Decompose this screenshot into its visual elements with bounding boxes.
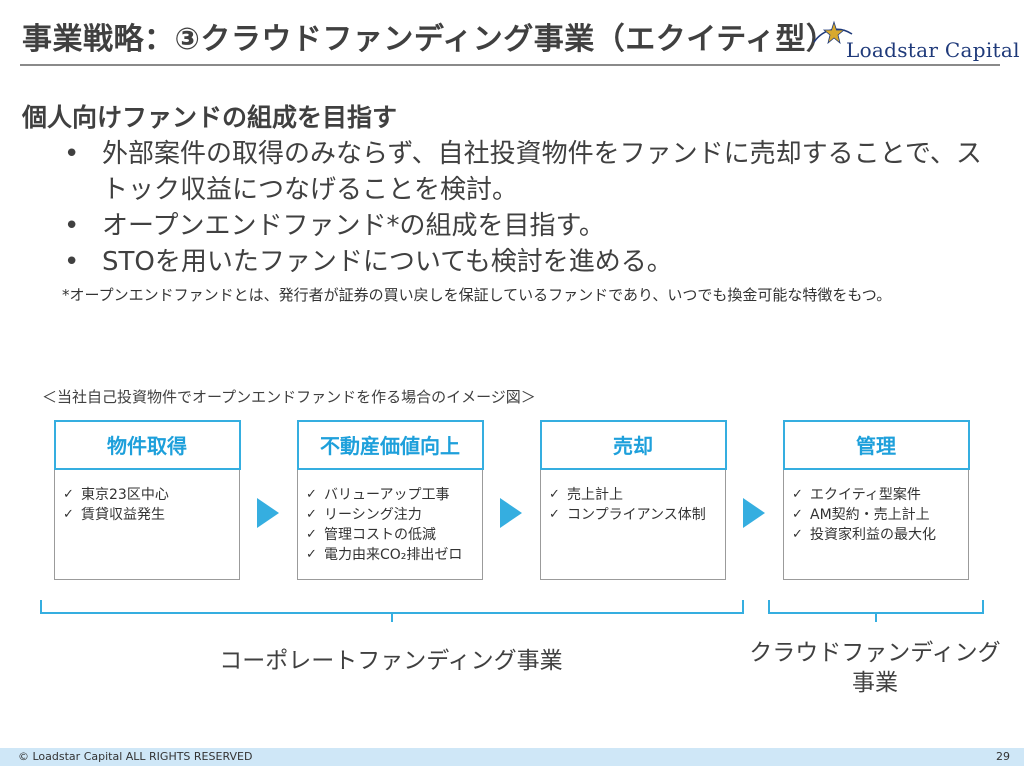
check-icon: ✓ bbox=[549, 507, 560, 522]
step-item: ✓ コンプライアンス体制 bbox=[549, 505, 706, 525]
step-items: ✓ エクイティ型案件 ✓ AM契約・売上計上 ✓ 投資家利益の最大化 bbox=[792, 485, 936, 545]
step-item-text: AM契約・売上計上 bbox=[810, 507, 930, 523]
step-item-text: 賃貸収益発生 bbox=[81, 507, 165, 523]
logo-text: Loadstar Capital bbox=[846, 38, 1020, 62]
bullet-list: 外部案件の取得のみならず、自社投資物件をファンドに売却することで、ストック収益に… bbox=[64, 136, 1004, 280]
footer-bar: © Loadstar Capital ALL RIGHTS RESERVED 2… bbox=[0, 748, 1024, 766]
step-item-text: 売上計上 bbox=[567, 487, 623, 503]
step-item-text: バリューアップ工事 bbox=[324, 487, 450, 503]
bullet-item: STOを用いたファンドについても検討を進める。 bbox=[64, 244, 1004, 280]
check-icon: ✓ bbox=[792, 527, 803, 542]
check-icon: ✓ bbox=[792, 487, 803, 502]
bullet-item: 外部案件の取得のみならず、自社投資物件をファンドに売却することで、ストック収益に… bbox=[64, 136, 1004, 208]
corporate-bracket bbox=[40, 600, 744, 614]
step-box-value-up: 不動産価値向上 ✓ バリューアップ工事 ✓ リーシング注力 ✓ 管理コストの低減 ✓ 電… bbox=[296, 419, 484, 580]
check-icon: ✓ bbox=[306, 507, 317, 522]
check-icon: ✓ bbox=[63, 487, 74, 502]
company-logo: Loadstar Capital bbox=[808, 10, 1019, 64]
step-header: 管理 bbox=[782, 419, 970, 470]
page-number: 29 bbox=[996, 750, 1010, 763]
crowdfunding-label: クラウドファンディング 事業 bbox=[740, 638, 1010, 698]
crowdfunding-bracket bbox=[768, 600, 984, 614]
step-items: ✓ バリューアップ工事 ✓ リーシング注力 ✓ 管理コストの低減 ✓ 電力由来CO₂排出… bbox=[306, 485, 462, 565]
step-item: ✓ エクイティ型案件 bbox=[792, 485, 936, 505]
step-item: ✓ 東京23区中心 bbox=[63, 485, 169, 505]
step-items: ✓ 東京23区中心 ✓ 賃貸収益発生 bbox=[63, 485, 169, 525]
step-item-text: リーシング注力 bbox=[324, 507, 422, 523]
diagram-caption: ＜当社自己投資物件でオープンエンドファンドを作る場合のイメージ図＞ bbox=[42, 388, 536, 406]
step-title: 不動産価値向上 bbox=[320, 434, 460, 458]
section-heading: 個人向けファンドの組成を目指す bbox=[22, 103, 398, 132]
step-item: ✓ 投資家利益の最大化 bbox=[792, 525, 936, 545]
step-header: 不動産価値向上 bbox=[296, 419, 484, 470]
crowdfunding-label-line1: クラウドファンディング bbox=[749, 640, 1001, 666]
step-item-text: 管理コストの低減 bbox=[324, 527, 436, 543]
step-item: ✓ 売上計上 bbox=[549, 485, 706, 505]
check-icon: ✓ bbox=[792, 507, 803, 522]
star-logo-icon bbox=[813, 20, 853, 45]
step-box-management: 管理 ✓ エクイティ型案件 ✓ AM契約・売上計上 ✓ 投資家利益の最大化 bbox=[782, 419, 970, 580]
bracket-tick bbox=[391, 614, 393, 622]
step-item: ✓ リーシング注力 bbox=[306, 505, 462, 525]
step-header: 売却 bbox=[539, 419, 727, 470]
step-item-text: 東京23区中心 bbox=[81, 487, 169, 503]
step-title: 売却 bbox=[613, 434, 653, 458]
step-title: 物件取得 bbox=[107, 434, 187, 458]
title-divider bbox=[20, 64, 1000, 66]
check-icon: ✓ bbox=[306, 487, 317, 502]
step-item-text: 電力由来CO₂排出ゼロ bbox=[324, 547, 463, 563]
crowdfunding-label-line2: 事業 bbox=[852, 670, 898, 696]
play-arrow-icon bbox=[743, 498, 765, 528]
step-item-text: 投資家利益の最大化 bbox=[810, 527, 936, 543]
bracket-tick bbox=[875, 614, 877, 622]
corporate-funding-label: コーポレートファンディング事業 bbox=[219, 648, 563, 674]
footnote: *オープンエンドファンドとは、発行者が証券の買い戻しを保証しているファンドであり… bbox=[62, 286, 892, 304]
check-icon: ✓ bbox=[306, 547, 317, 562]
step-title: 管理 bbox=[856, 434, 896, 458]
step-item: ✓ 管理コストの低減 bbox=[306, 525, 462, 545]
copyright-text: © Loadstar Capital ALL RIGHTS RESERVED bbox=[18, 750, 253, 763]
check-icon: ✓ bbox=[63, 507, 74, 522]
step-items: ✓ 売上計上 ✓ コンプライアンス体制 bbox=[549, 485, 706, 525]
step-item: ✓ 電力由来CO₂排出ゼロ bbox=[306, 545, 462, 565]
play-arrow-icon bbox=[257, 498, 279, 528]
step-item-text: エクイティ型案件 bbox=[810, 487, 921, 503]
step-header: 物件取得 bbox=[53, 419, 241, 470]
step-item-text: コンプライアンス体制 bbox=[567, 507, 706, 523]
check-icon: ✓ bbox=[306, 527, 317, 542]
check-icon: ✓ bbox=[549, 487, 560, 502]
step-item: ✓ バリューアップ工事 bbox=[306, 485, 462, 505]
page-title: 事業戦略：③クラウドファンディング事業（エクイティ型） bbox=[22, 22, 837, 57]
step-item: ✓ AM契約・売上計上 bbox=[792, 505, 936, 525]
step-box-acquisition: 物件取得 ✓ 東京23区中心 ✓ 賃貸収益発生 bbox=[53, 419, 241, 580]
step-item: ✓ 賃貸収益発生 bbox=[63, 505, 169, 525]
step-box-sale: 売却 ✓ 売上計上 ✓ コンプライアンス体制 bbox=[539, 419, 727, 580]
bullet-item: オープンエンドファンド*の組成を目指す。 bbox=[64, 208, 1004, 244]
play-arrow-icon bbox=[500, 498, 522, 528]
